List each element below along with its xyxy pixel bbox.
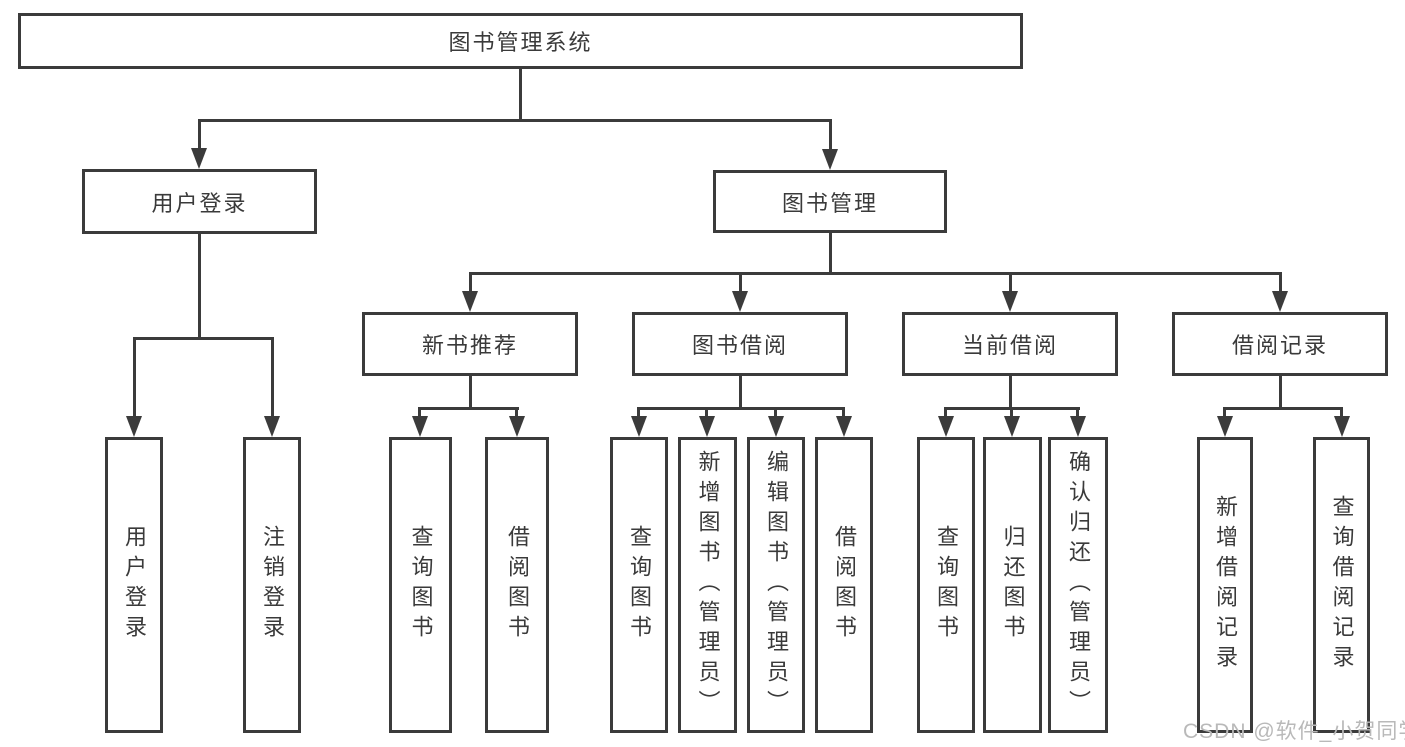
leaf-return-books: 归还图书 <box>983 437 1042 733</box>
node-label: 图书管理 <box>781 190 878 216</box>
arrowhead-down-icon <box>1004 416 1020 437</box>
leaf-edit-books-admin: 编辑图书（管理员） <box>747 437 805 733</box>
node-borrowing-records: 借阅记录 <box>1172 312 1388 376</box>
arrowhead-down-icon <box>938 416 954 437</box>
leaf-label: 查询图书 <box>627 525 652 645</box>
connector-vline <box>1076 407 1079 417</box>
leaf-query-books: 查询图书 <box>917 437 975 733</box>
arrowhead-down-icon <box>699 416 715 437</box>
arrowhead-down-icon <box>822 149 838 170</box>
connector-vline <box>1340 407 1343 417</box>
leaf-label: 借阅图书 <box>505 525 530 645</box>
node-library-management-system: 图书管理系统 <box>18 13 1023 69</box>
connector-vline <box>829 119 832 150</box>
connector-vline <box>198 234 201 338</box>
leaf-logout: 注销登录 <box>243 437 301 733</box>
arrowhead-down-icon <box>836 416 852 437</box>
connector-vline <box>519 67 522 121</box>
connector-vline <box>829 233 832 274</box>
node-label: 图书管理系统 <box>448 30 593 55</box>
leaf-borrow-books: 借阅图书 <box>485 437 549 733</box>
connector-hline <box>469 272 1282 275</box>
leaf-query-books: 查询图书 <box>389 437 452 733</box>
leaf-add-books-admin: 新增图书（管理员） <box>678 437 737 733</box>
connector-vline <box>271 337 274 416</box>
leaf-label: 用户登录 <box>122 525 147 645</box>
connector-vline <box>198 119 201 149</box>
leaf-label: 编辑图书（管理员） <box>764 450 789 720</box>
node-label: 图书借阅 <box>691 333 788 358</box>
arrowhead-down-icon <box>191 148 207 169</box>
leaf-label: 新增图书（管理员） <box>695 450 721 720</box>
arrowhead-down-icon <box>126 416 142 437</box>
connector-vline <box>1279 272 1282 292</box>
node-label: 用户登录 <box>151 190 248 216</box>
leaf-label: 归还图书 <box>1000 525 1026 645</box>
connector-hline <box>419 407 519 410</box>
connector-vline <box>705 407 708 417</box>
connector-vline <box>515 407 518 417</box>
arrowhead-down-icon <box>1217 416 1233 437</box>
connector-vline <box>1010 407 1013 417</box>
arrowhead-down-icon <box>1272 291 1288 312</box>
arrowhead-down-icon <box>768 416 784 437</box>
leaf-label: 新增借阅记录 <box>1213 495 1238 675</box>
csdn-watermark: CSDN @软件_小贺同学 <box>1183 720 1405 743</box>
connector-hline <box>1223 407 1343 410</box>
node-label: 新书推荐 <box>421 333 518 358</box>
connector-vline <box>418 407 421 417</box>
connector-vline <box>739 272 742 292</box>
leaf-borrow-books: 借阅图书 <box>815 437 873 733</box>
arrowhead-down-icon <box>732 291 748 312</box>
connector-hline <box>198 119 832 122</box>
leaf-label: 借阅图书 <box>832 525 857 645</box>
connector-vline <box>1223 407 1226 417</box>
connector-vline <box>1279 376 1282 408</box>
arrowhead-down-icon <box>631 416 647 437</box>
node-label: 借阅记录 <box>1231 333 1328 358</box>
node-label: 当前借阅 <box>961 333 1058 358</box>
leaf-label: 注销登录 <box>260 525 285 645</box>
connector-vline <box>944 407 947 417</box>
node-new-book-recommendation: 新书推荐 <box>362 312 578 376</box>
arrowhead-down-icon <box>462 291 478 312</box>
node-book-management: 图书管理 <box>713 170 947 233</box>
connector-vline <box>1009 376 1012 408</box>
connector-vline <box>842 407 845 417</box>
leaf-label: 查询图书 <box>934 525 959 645</box>
connector-vline <box>774 407 777 417</box>
leaf-user-login: 用户登录 <box>105 437 163 733</box>
connector-vline <box>1009 272 1012 292</box>
connector-vline <box>739 376 742 408</box>
arrowhead-down-icon <box>1334 416 1350 437</box>
connector-vline <box>637 407 640 417</box>
node-book-borrowing: 图书借阅 <box>632 312 848 376</box>
arrowhead-down-icon <box>264 416 280 437</box>
leaf-query-books: 查询图书 <box>610 437 668 733</box>
node-user-login: 用户登录 <box>82 169 317 234</box>
connector-hline <box>133 337 274 340</box>
arrowhead-down-icon <box>509 416 525 437</box>
leaf-query-borrow-record: 查询借阅记录 <box>1313 437 1370 733</box>
connector-vline <box>469 272 472 292</box>
leaf-add-borrow-record: 新增借阅记录 <box>1197 437 1253 733</box>
arrowhead-down-icon <box>1002 291 1018 312</box>
leaf-label: 确认归还（管理员） <box>1066 450 1091 720</box>
connector-vline <box>469 376 472 408</box>
connector-hline <box>637 407 845 410</box>
arrowhead-down-icon <box>412 416 428 437</box>
connector-vline <box>133 337 136 416</box>
arrowhead-down-icon <box>1070 416 1086 437</box>
leaf-label: 查询借阅记录 <box>1329 495 1355 675</box>
leaf-label: 查询图书 <box>408 525 434 645</box>
leaf-confirm-return-admin: 确认归还（管理员） <box>1048 437 1108 733</box>
node-current-borrowing: 当前借阅 <box>902 312 1118 376</box>
